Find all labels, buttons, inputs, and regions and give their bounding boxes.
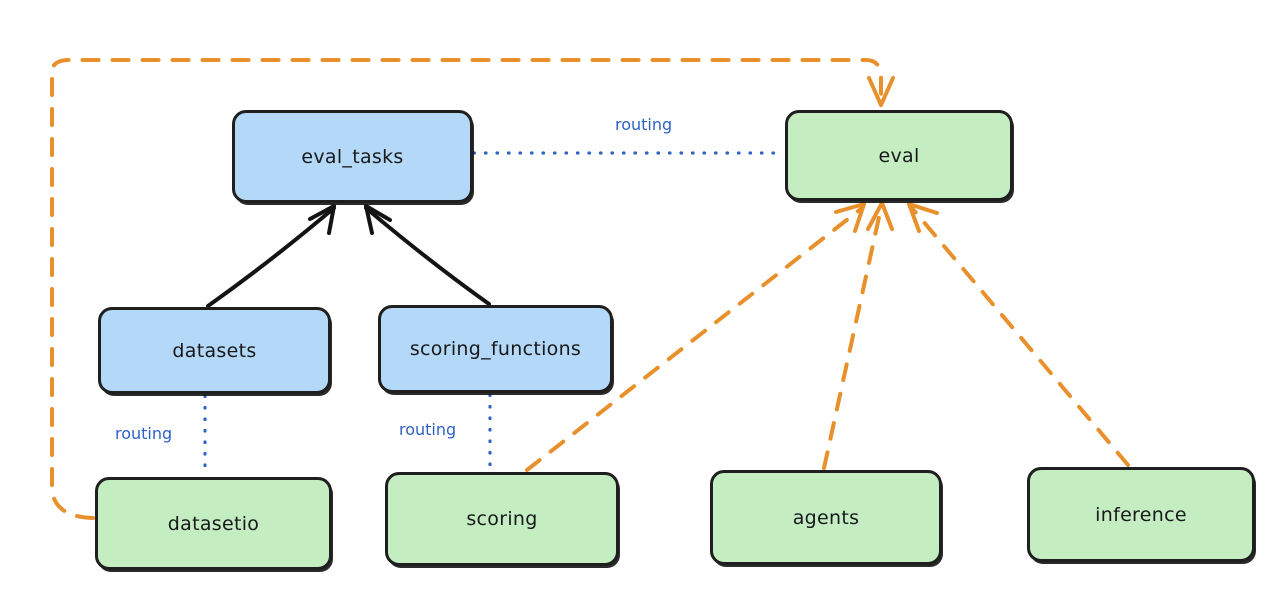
node-eval[interactable]: eval [785, 110, 1013, 201]
arrowhead-inference-eval [907, 202, 939, 233]
edge-label-routing-scoring: routing [396, 420, 460, 439]
edge-label-routing-eval: routing [612, 115, 676, 134]
node-label: datasets [172, 339, 257, 362]
node-datasets[interactable]: datasets [98, 307, 331, 394]
arrowhead-datasets-eval_tasks [308, 204, 336, 235]
node-agents[interactable]: agents [710, 470, 942, 565]
arrowhead-scoring-eval [834, 202, 866, 233]
node-label: eval_tasks [301, 145, 404, 168]
node-datasetio[interactable]: datasetio [95, 477, 332, 570]
node-label: agents [792, 506, 860, 529]
edge-datasets-eval_tasks [206, 206, 336, 308]
edge-agents-eval [822, 206, 883, 470]
node-label: scoring_functions [409, 338, 582, 360]
edge-label-routing-datasetio: routing [112, 424, 176, 443]
node-eval-tasks[interactable]: eval_tasks [232, 110, 473, 203]
node-label: scoring [466, 508, 538, 530]
node-inference[interactable]: inference [1027, 467, 1255, 562]
node-scoring-functions[interactable]: scoring_functions [378, 305, 613, 393]
arrowhead-datasetio-eval [867, 76, 895, 107]
node-label: datasetio [167, 512, 260, 535]
edge-scoring-eval [525, 206, 864, 472]
arrowhead-agents-eval [866, 201, 894, 231]
node-label: eval [878, 144, 920, 167]
edge-scoring_functions-eval_tasks [364, 206, 491, 306]
arrowhead-scoring_functions-eval_tasks [364, 204, 392, 235]
node-label: inference [1095, 503, 1187, 526]
node-scoring[interactable]: scoring [385, 472, 619, 566]
edge-inference-eval [910, 206, 1130, 467]
edge-datasetio-eval [50, 58, 883, 520]
